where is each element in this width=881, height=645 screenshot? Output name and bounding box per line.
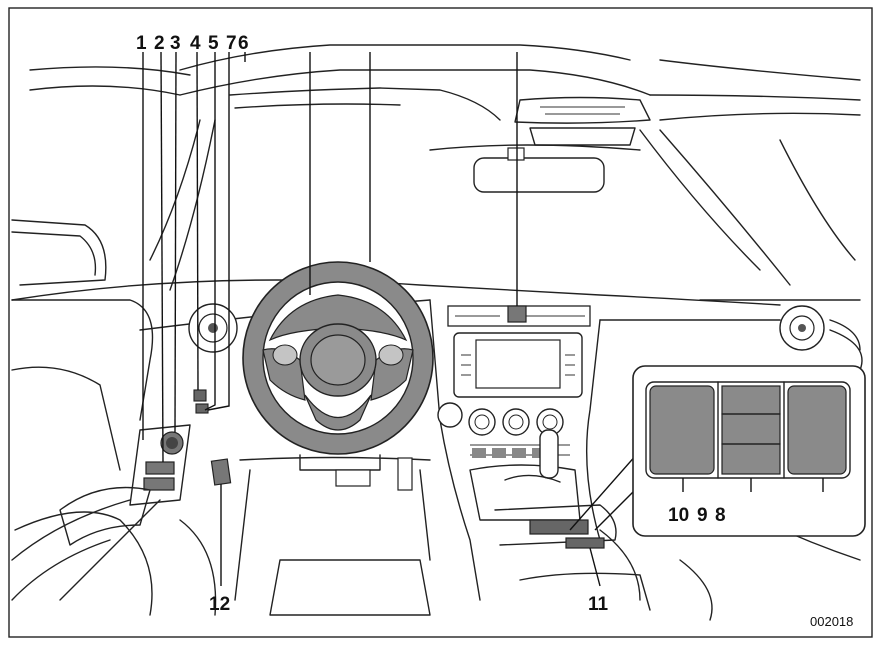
callout-leaders	[142, 51, 601, 587]
callout-4: 4	[190, 33, 201, 54]
callout-12: 12	[209, 594, 230, 615]
inset-switch-center	[721, 385, 781, 475]
console-switch-11	[565, 537, 605, 549]
window-switch-right	[143, 477, 175, 491]
callout-8: 8	[715, 505, 726, 526]
center-air-vents	[447, 305, 591, 327]
inset-switch-right	[787, 385, 847, 475]
rearview-mirror	[473, 157, 605, 193]
callout-5: 5	[208, 33, 219, 54]
window-switch-left	[145, 461, 175, 475]
dash-switch-4	[193, 389, 207, 402]
lower-dash	[234, 454, 431, 616]
switch-detail-inset	[569, 365, 866, 537]
hazard-switch	[507, 305, 527, 323]
callout-2: 2	[154, 33, 165, 54]
left-air-vent	[188, 303, 238, 353]
figure-id: 002018	[810, 614, 853, 629]
right-side	[699, 299, 863, 371]
callout-6: 6	[238, 33, 249, 54]
left-door	[11, 219, 154, 601]
callout-9: 9	[697, 505, 708, 526]
inset-switch-left	[649, 385, 715, 475]
callout-3: 3	[170, 33, 181, 54]
infotainment-display	[453, 332, 583, 398]
steering-wheel	[242, 261, 434, 455]
overhead-console	[429, 96, 651, 151]
windshield-frame	[29, 44, 861, 291]
callout-1: 1	[136, 33, 147, 54]
callout-10: 10	[668, 505, 689, 526]
center-console	[469, 429, 651, 611]
mirror-mount	[507, 147, 525, 161]
callout-labels: 1 2 3 4 5 7 6 10 9 8 12 11	[136, 33, 726, 615]
callout-11: 11	[588, 594, 609, 615]
console-switch-panel	[529, 519, 589, 535]
climate-controls	[437, 402, 570, 458]
door-switch-panel	[59, 424, 191, 601]
callout-7: 7	[226, 33, 237, 54]
dash-switch-5	[195, 403, 209, 414]
hood-release-lever	[210, 458, 232, 486]
